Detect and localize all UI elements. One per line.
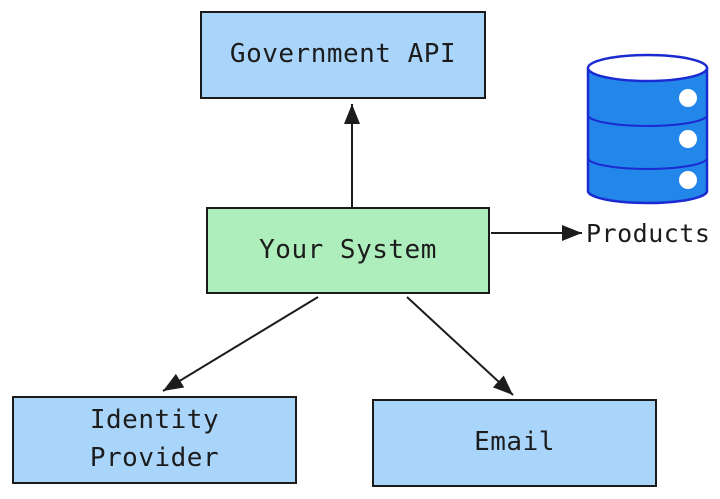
- node-identity-provider-label: Identity Provider: [89, 405, 220, 473]
- node-identity-provider: Identity Provider: [12, 396, 297, 484]
- database-dot: [679, 130, 697, 148]
- database-dot: [679, 171, 697, 189]
- database-divider: [587, 114, 708, 127]
- database-dot: [679, 89, 697, 107]
- node-your-system: Your System: [206, 207, 490, 294]
- node-government-api-label: Government API: [229, 39, 457, 70]
- node-your-system-label: Your System: [259, 234, 437, 265]
- database-icon: [586, 53, 709, 205]
- products-label: Products: [586, 216, 718, 250]
- node-email: Email: [372, 399, 657, 487]
- database-divider: [587, 157, 708, 170]
- products-label-text: Products: [586, 218, 711, 248]
- arrow-your-system-to-email: [406, 296, 514, 396]
- arrow-your-system-to-identity-provider: [162, 296, 319, 392]
- database-body: [586, 66, 709, 205]
- node-email-label: Email: [474, 427, 555, 458]
- node-government-api: Government API: [200, 11, 486, 99]
- database-top-opening: [586, 53, 709, 83]
